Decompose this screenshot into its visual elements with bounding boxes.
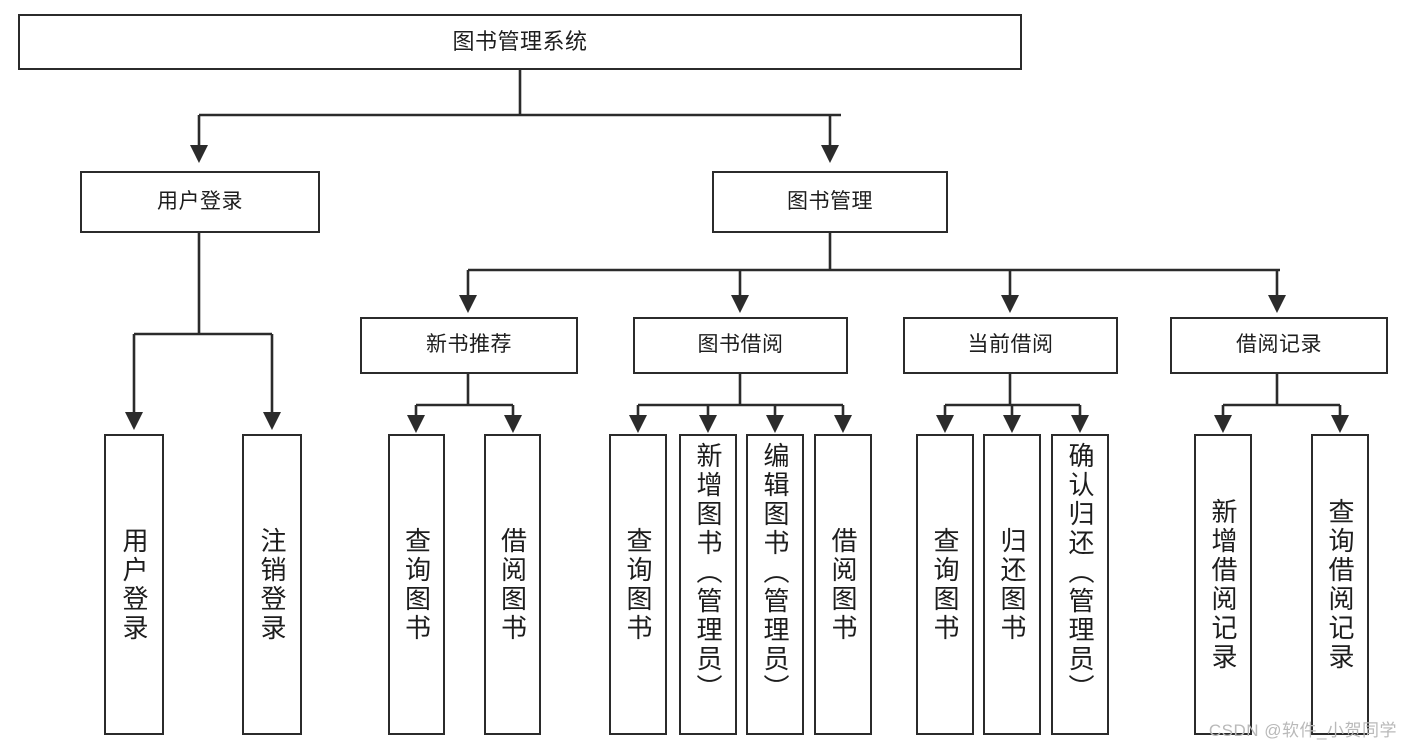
node-label: 借阅图书 — [497, 526, 528, 643]
leaf-query-book-c[interactable]: 查询图书 — [916, 434, 974, 735]
node-label: 查询借阅记录 — [1325, 497, 1355, 672]
node-label: 查询图书 — [401, 526, 432, 643]
node-book-management[interactable]: 图书管理 — [712, 171, 948, 233]
node-current-borrow[interactable]: 当前借阅 — [903, 317, 1118, 374]
node-label: 图书管理系统 — [452, 29, 588, 55]
node-book-borrow[interactable]: 图书借阅 — [633, 317, 848, 374]
csdn-watermark: CSDN @软件_小贺同学 — [1208, 721, 1397, 740]
leaf-query-book-b[interactable]: 查询图书 — [609, 434, 667, 735]
node-label: 借阅图书 — [828, 526, 858, 643]
node-label: 当前借阅 — [967, 333, 1054, 357]
leaf-borrow-book-a[interactable]: 借阅图书 — [484, 434, 541, 735]
leaf-query-borrow-record[interactable]: 查询借阅记录 — [1311, 434, 1369, 735]
leaf-query-book-a[interactable]: 查询图书 — [388, 434, 445, 735]
node-borrow-record[interactable]: 借阅记录 — [1170, 317, 1388, 374]
node-label: 注销登录 — [257, 526, 287, 643]
node-new-book-recommend[interactable]: 新书推荐 — [360, 317, 578, 374]
node-label: 新增图书（管理员） — [693, 442, 723, 703]
node-label: 查询图书 — [623, 526, 653, 643]
node-label: 用户登录 — [157, 189, 243, 213]
node-label: 新书推荐 — [426, 333, 512, 357]
node-label: 归还图书 — [997, 526, 1027, 643]
leaf-edit-book-admin[interactable]: 编辑图书（管理员） — [746, 434, 804, 735]
leaf-user-login[interactable]: 用户登录 — [104, 434, 164, 735]
leaf-logout[interactable]: 注销登录 — [242, 434, 302, 735]
node-label: 查询图书 — [930, 526, 960, 643]
node-label: 新增借阅记录 — [1208, 497, 1238, 672]
node-label: 确认归还（管理员） — [1065, 442, 1095, 703]
node-label: 借阅记录 — [1236, 333, 1322, 357]
node-label: 编辑图书（管理员） — [760, 442, 790, 703]
leaf-return-book[interactable]: 归还图书 — [983, 434, 1041, 735]
leaf-borrow-book-b[interactable]: 借阅图书 — [814, 434, 872, 735]
node-label: 用户登录 — [119, 526, 149, 643]
leaf-confirm-return-admin[interactable]: 确认归还（管理员） — [1051, 434, 1109, 735]
node-root-system[interactable]: 图书管理系统 — [18, 14, 1022, 70]
node-user-login[interactable]: 用户登录 — [80, 171, 320, 233]
leaf-add-borrow-record[interactable]: 新增借阅记录 — [1194, 434, 1252, 735]
node-label: 图书管理 — [787, 189, 873, 213]
leaf-add-book-admin[interactable]: 新增图书（管理员） — [679, 434, 737, 735]
node-label: 图书借阅 — [697, 333, 784, 357]
